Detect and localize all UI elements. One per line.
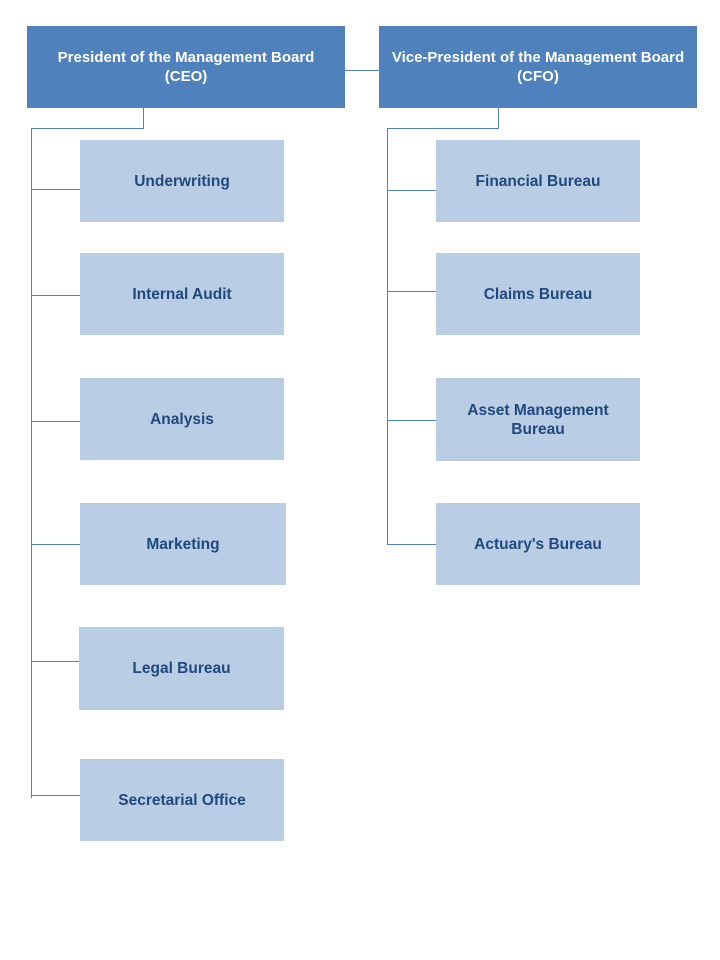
unit-actuary-bureau: Actuary's Bureau xyxy=(436,503,640,585)
ceo-label: President of the Management Board (CEO) xyxy=(57,49,315,85)
cfo-box: Vice-President of the Management Board (… xyxy=(379,26,697,108)
connector-ceo-cfo xyxy=(345,70,379,71)
unit-legal-bureau: Legal Bureau xyxy=(79,627,284,710)
connector-cfo-elbow xyxy=(387,128,499,129)
connector-ceo-elbow xyxy=(31,128,144,129)
connector-financial-bureau xyxy=(387,190,436,191)
unit-label: Legal Bureau xyxy=(132,660,231,677)
unit-label: Marketing xyxy=(146,535,220,553)
connector-cfo-spine xyxy=(387,128,388,545)
connector-secretarial-office xyxy=(31,795,80,796)
connector-legal-bureau xyxy=(31,661,79,662)
unit-financial-bureau: Financial Bureau xyxy=(436,140,640,222)
unit-claims-bureau: Claims Bureau xyxy=(436,253,640,335)
connector-ceo-spine xyxy=(31,128,32,798)
connector-analysis xyxy=(31,421,80,422)
connector-marketing xyxy=(31,544,80,545)
cfo-label: Vice-President of the Management Board (… xyxy=(391,49,685,85)
unit-internal-audit: Internal Audit xyxy=(80,253,284,335)
connector-actuary xyxy=(387,544,436,545)
unit-label: Asset Management Bureau xyxy=(467,401,609,438)
connector-underwriting xyxy=(31,189,80,190)
unit-label: Analysis xyxy=(150,410,214,428)
unit-label: Actuary's Bureau xyxy=(474,535,602,553)
unit-marketing: Marketing xyxy=(80,503,286,585)
connector-asset-management xyxy=(387,420,436,421)
connector-claims-bureau xyxy=(387,291,436,292)
connector-internal-audit xyxy=(31,295,80,296)
connector-cfo-drop xyxy=(498,108,499,129)
connector-ceo-drop xyxy=(143,108,144,129)
unit-label: Financial Bureau xyxy=(475,172,601,190)
ceo-box: President of the Management Board (CEO) xyxy=(27,26,345,108)
unit-label: Underwriting xyxy=(134,172,230,190)
unit-underwriting: Underwriting xyxy=(80,140,284,222)
unit-asset-management-bureau: Asset Management Bureau xyxy=(436,378,640,461)
unit-label: Internal Audit xyxy=(132,285,232,303)
unit-label: Secretarial Office xyxy=(118,791,246,809)
unit-label: Claims Bureau xyxy=(483,285,593,303)
unit-secretarial-office: Secretarial Office xyxy=(80,759,284,841)
unit-analysis: Analysis xyxy=(80,378,284,460)
